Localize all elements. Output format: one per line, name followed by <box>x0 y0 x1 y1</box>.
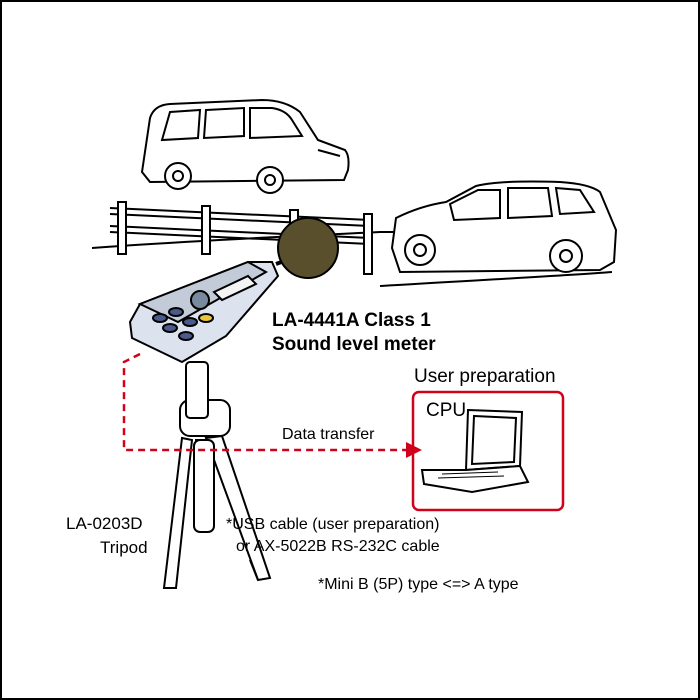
road-line-2 <box>379 271 613 287</box>
meter-model-label: LA-4441A Class 1 <box>272 310 431 331</box>
user-preparation-box <box>411 390 565 512</box>
microphone-windscreen-icon <box>277 217 339 279</box>
laptop-icon <box>420 408 530 494</box>
mini-b-note: *Mini B (5P) type <=> A type <box>318 576 519 593</box>
cpu-label: CPU <box>426 400 467 421</box>
tripod-name-label: Tripod <box>100 538 148 557</box>
rs232c-cable-note: or AX-5022B RS-232C cable <box>236 538 440 555</box>
usb-cable-note: *USB cable (user preparation) <box>226 516 440 533</box>
van-icon <box>140 98 350 194</box>
car-icon <box>390 180 618 274</box>
data-transfer-line <box>122 352 410 452</box>
sound-level-meter-icon <box>128 256 293 364</box>
tripod-icon <box>162 361 272 589</box>
user-preparation-label: User preparation <box>414 366 556 387</box>
data-transfer-label: Data transfer <box>282 426 375 443</box>
cable-end <box>249 559 259 581</box>
tripod-model-label: LA-0203D <box>66 514 143 533</box>
meter-name-label: Sound level meter <box>272 334 436 355</box>
